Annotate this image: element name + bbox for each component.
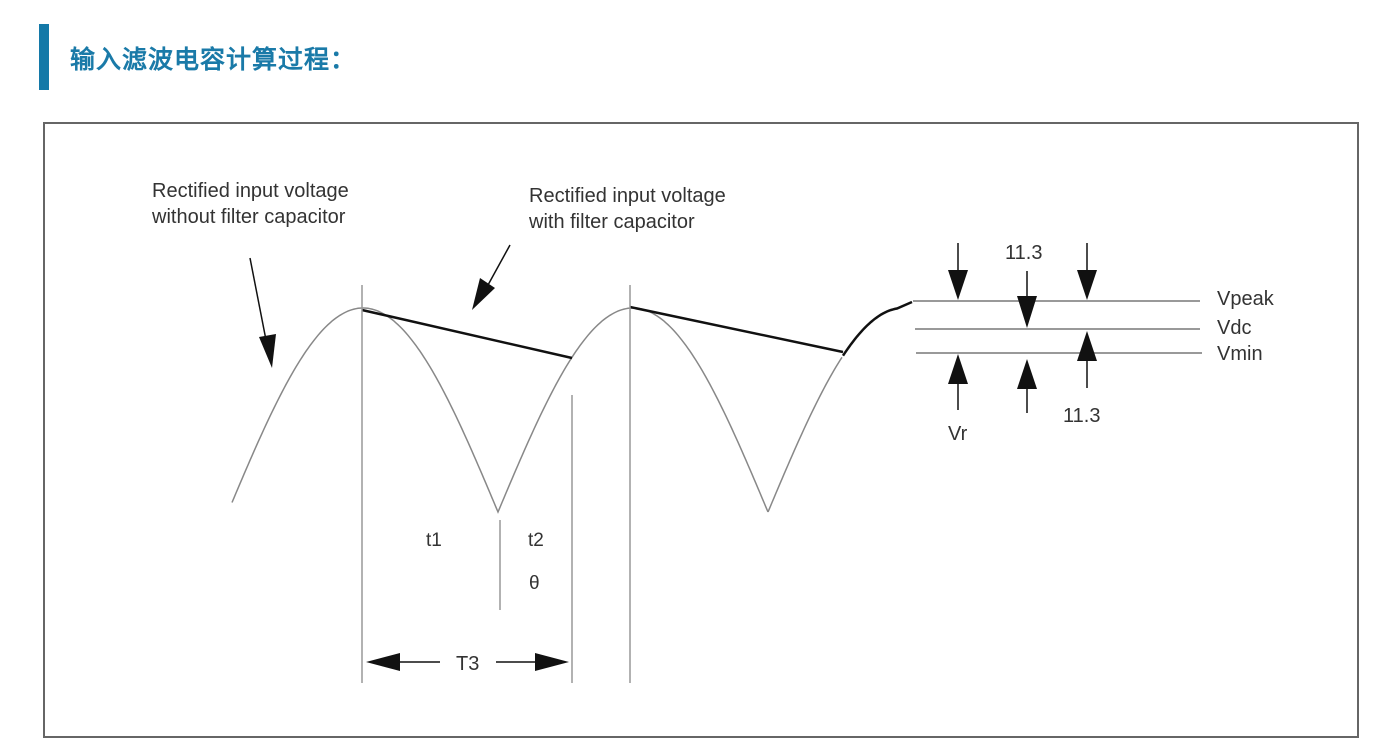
- pointer-arrow-icon: [472, 278, 495, 310]
- dim-bottom-label: 11.3: [1063, 405, 1100, 427]
- dim-top-label: 11.3: [1005, 242, 1042, 264]
- arrow-up-icon: [1077, 331, 1097, 361]
- arrow-right-icon: [535, 653, 569, 671]
- discharge-line-2: [629, 305, 844, 354]
- arrow-down-icon: [948, 270, 968, 300]
- discharge-line-1: [361, 308, 573, 360]
- t3-label: T3: [456, 653, 479, 675]
- page-title: 输入滤波电容计算过程：: [70, 45, 357, 74]
- rectified-waveform: [231, 307, 843, 514]
- unfiltered-wave: [767, 356, 843, 513]
- vpeak-label: Vpeak: [1217, 288, 1275, 310]
- unfiltered-wave: [231, 307, 769, 514]
- arrow-up-icon: [1017, 359, 1037, 389]
- arrow-left-icon: [366, 653, 400, 671]
- label-with-line1: Rectified input voltage: [529, 185, 726, 207]
- arrow-down-icon: [1077, 270, 1097, 300]
- label-without-line2: without filter capacitor: [151, 206, 346, 228]
- pointer-arrow-icon: [259, 334, 276, 368]
- vr-label: Vr: [948, 423, 968, 445]
- title-accent-bar: [39, 24, 49, 90]
- label-without-line1: Rectified input voltage: [152, 180, 349, 202]
- theta-label: θ: [529, 573, 540, 594]
- t2-label: t2: [528, 530, 544, 551]
- arrow-up-icon: [948, 354, 968, 384]
- vmin-label: Vmin: [1217, 343, 1263, 365]
- arrow-down-icon: [1017, 296, 1037, 328]
- charge-curve: [841, 300, 913, 357]
- t1-label: t1: [426, 530, 442, 551]
- vdc-label: Vdc: [1217, 317, 1251, 339]
- label-with-line2: with filter capacitor: [528, 211, 695, 233]
